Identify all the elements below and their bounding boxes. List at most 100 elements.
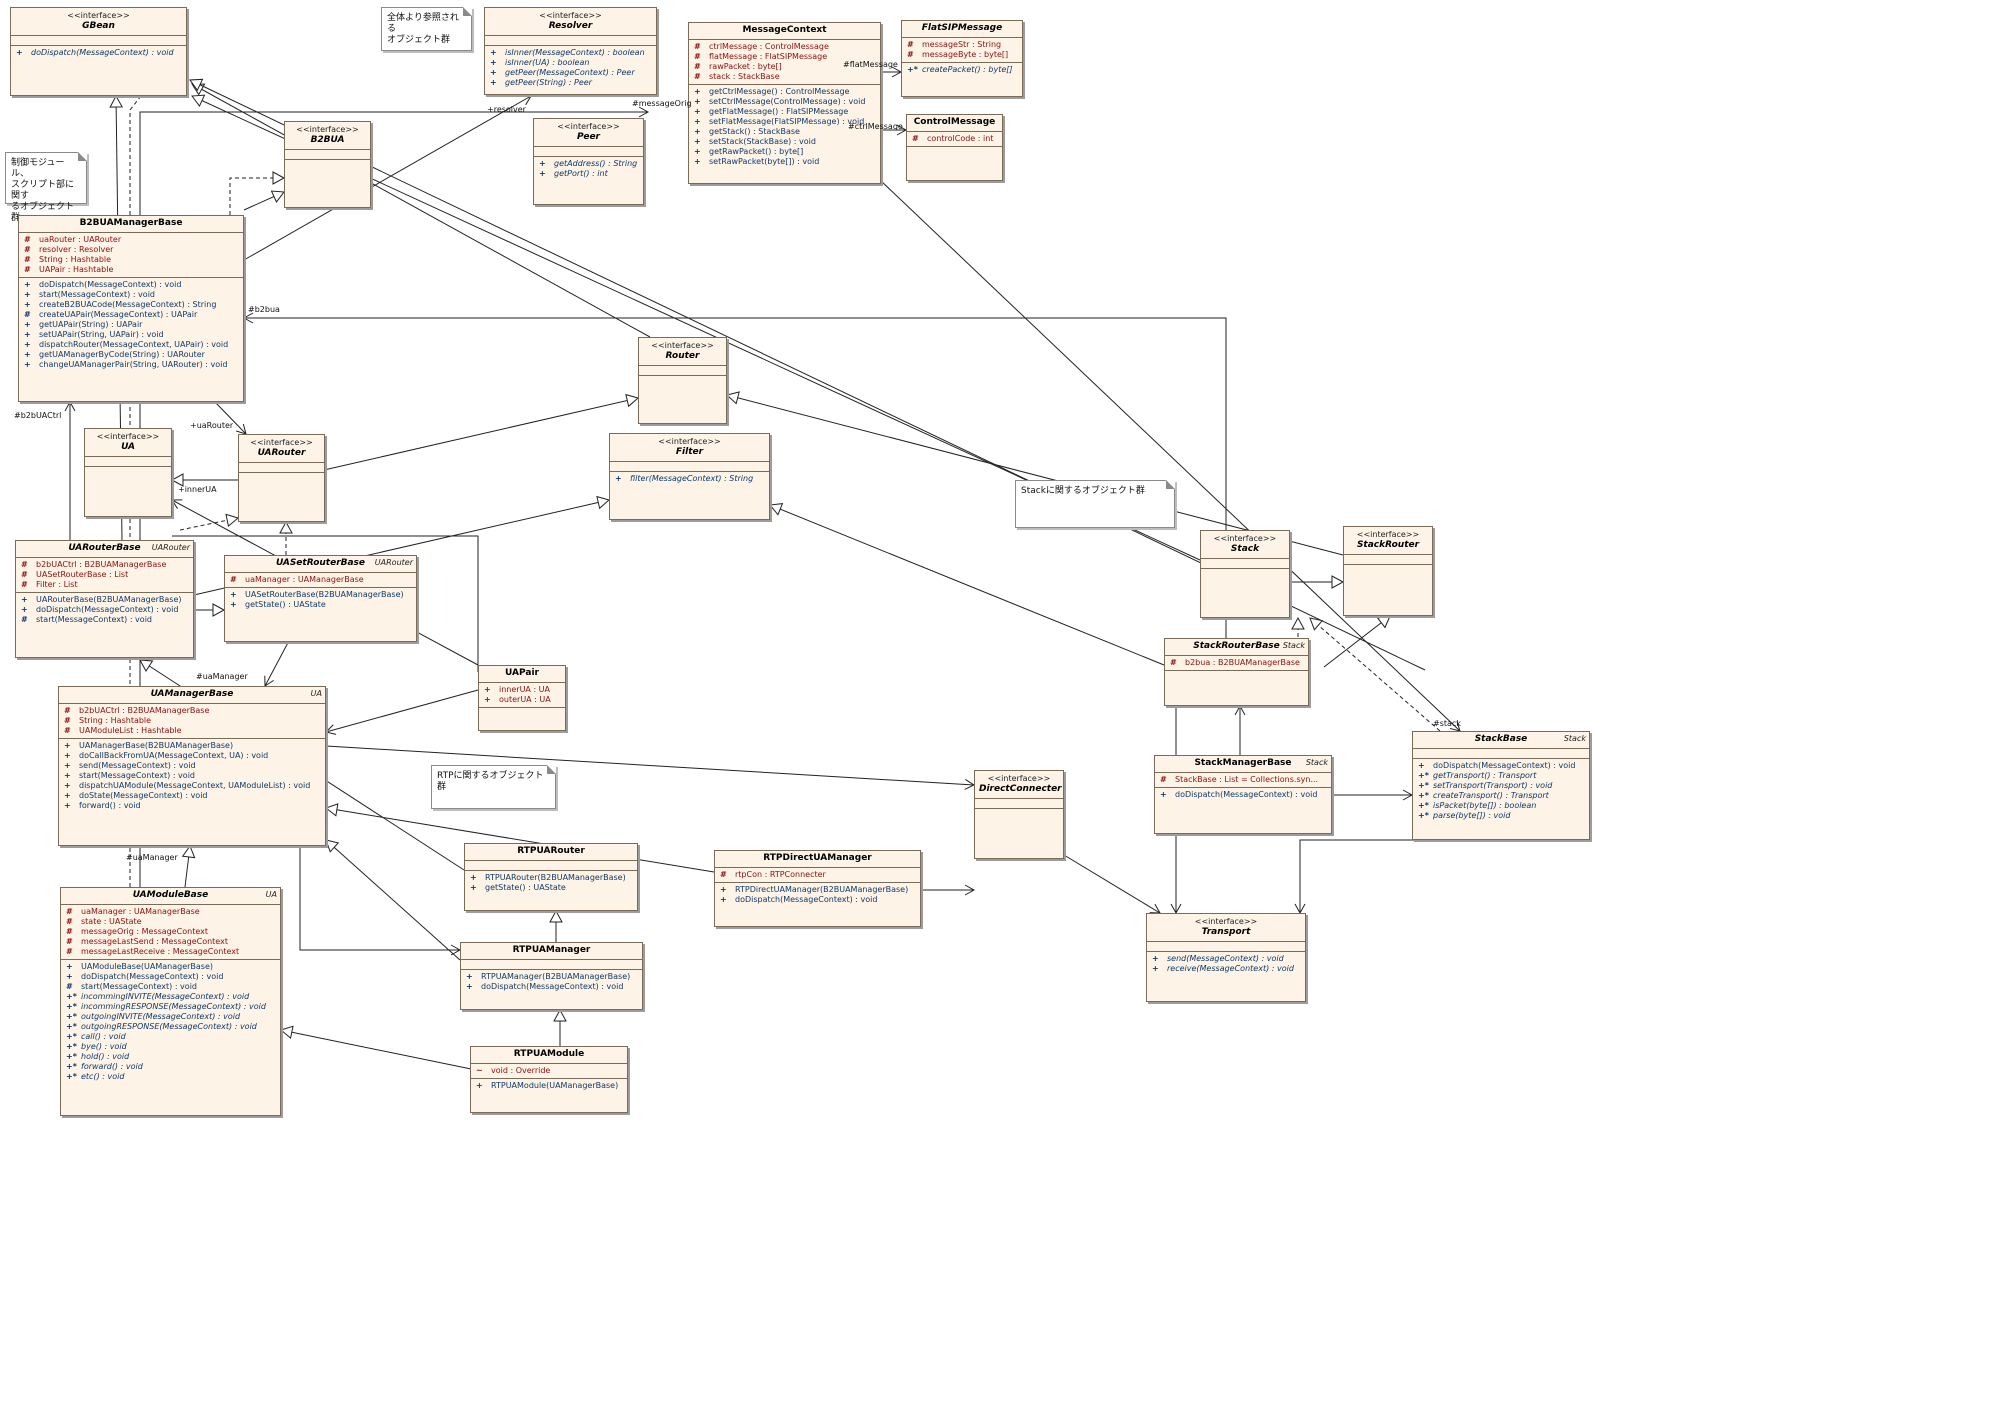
operation-row[interactable]: +*getTransport() : Transport <box>1418 771 1586 781</box>
operation-row[interactable]: +*call() : void <box>66 1032 277 1042</box>
attribute-row[interactable]: #messageLastSend : MessageContext <box>66 937 277 947</box>
operation-row[interactable]: +isInner(UA) : boolean <box>490 58 653 68</box>
operation-row[interactable]: +getFlatMessage() : FlatSIPMessage <box>694 107 877 117</box>
operation-row[interactable]: +getRawPacket() : byte[] <box>694 147 877 157</box>
class-uapair[interactable]: UAPair+innerUA : UA+outerUA : UA <box>478 665 566 731</box>
operation-row[interactable]: +getState() : UAState <box>230 600 413 610</box>
attribute-row[interactable]: #b2bua : B2BUAManagerBase <box>1170 658 1305 668</box>
operation-row[interactable]: +doDispatch(MessageContext) : void <box>66 972 277 982</box>
operation-row[interactable]: +UAManagerBase(B2BUAManagerBase) <box>64 741 322 751</box>
class-rtpuamodule[interactable]: RTPUAModule~void : Override+RTPUAModule(… <box>470 1046 628 1113</box>
operation-row[interactable]: +createB2BUACode(MessageContext) : Strin… <box>24 300 240 310</box>
operation-row[interactable]: +getUAPair(String) : UAPair <box>24 320 240 330</box>
operation-row[interactable]: +doDispatch(MessageContext) : void <box>1418 761 1586 771</box>
class-rtpuarouter[interactable]: RTPUARouter+RTPUARouter(B2BUAManagerBase… <box>464 843 638 911</box>
operation-row[interactable]: +setCtrlMessage(ControlMessage) : void <box>694 97 877 107</box>
operation-row[interactable]: +getPeer(MessageContext) : Peer <box>490 68 653 78</box>
operation-row[interactable]: #start(MessageContext) : void <box>21 615 190 625</box>
attribute-row[interactable]: #b2bUACtrl : B2BUAManagerBase <box>21 560 190 570</box>
class-rtpdirectuamanager[interactable]: RTPDirectUAManager#rtpCon : RTPConnecter… <box>714 850 921 927</box>
operation-row[interactable]: +*createPacket() : byte[] <box>907 65 1019 75</box>
attribute-row[interactable]: #b2bUACtrl : B2BUAManagerBase <box>64 706 322 716</box>
operation-row[interactable]: +getStack() : StackBase <box>694 127 877 137</box>
attribute-row[interactable]: #controlCode : int <box>912 134 999 144</box>
class-ua[interactable]: <<interface>>UA <box>84 428 172 517</box>
operation-row[interactable]: +RTPUAModule(UAManagerBase) <box>476 1081 624 1091</box>
class-router[interactable]: <<interface>>Router <box>638 337 727 424</box>
operation-row[interactable]: +*outgoingRESPONSE(MessageContext) : voi… <box>66 1022 277 1032</box>
attribute-row[interactable]: #messageStr : String <box>907 40 1019 50</box>
class-b2bua[interactable]: <<interface>>B2BUA <box>284 121 371 208</box>
operation-row[interactable]: +doState(MessageContext) : void <box>64 791 322 801</box>
operation-row[interactable]: +getState() : UAState <box>470 883 634 893</box>
attribute-row[interactable]: #StackBase : List = Collections.syn... <box>1160 775 1328 785</box>
operation-row[interactable]: +doDispatch(MessageContext) : void <box>720 895 917 905</box>
class-b2buamanagerbase[interactable]: B2BUAManagerBase#uaRouter : UARouter#res… <box>18 215 244 402</box>
attribute-row[interactable]: #String : Hashtable <box>64 716 322 726</box>
operation-row[interactable]: +*bye() : void <box>66 1042 277 1052</box>
operation-row[interactable]: +setStack(StackBase) : void <box>694 137 877 147</box>
operation-row[interactable]: +start(MessageContext) : void <box>64 771 322 781</box>
operation-row[interactable]: +UARouterBase(B2BUAManagerBase) <box>21 595 190 605</box>
operation-row[interactable]: +getPeer(String) : Peer <box>490 78 653 88</box>
operation-row[interactable]: +send(MessageContext) : void <box>1152 954 1302 964</box>
attribute-row[interactable]: #resolver : Resolver <box>24 245 240 255</box>
class-gbean[interactable]: <<interface>>GBean+doDispatch(MessageCon… <box>10 7 187 96</box>
class-transport[interactable]: <<interface>>Transport+send(MessageConte… <box>1146 913 1306 1002</box>
attribute-row[interactable]: #rawPacket : byte[] <box>694 62 877 72</box>
operation-row[interactable]: +RTPDirectUAManager(B2BUAManagerBase) <box>720 885 917 895</box>
operation-row[interactable]: +getUAManagerByCode(String) : UARouter <box>24 350 240 360</box>
operation-row[interactable]: +dispatchUAModule(MessageContext, UAModu… <box>64 781 322 791</box>
operation-row[interactable]: +doDispatch(MessageContext) : void <box>21 605 190 615</box>
operation-row[interactable]: +*forward() : void <box>66 1062 277 1072</box>
operation-row[interactable]: +getCtrlMessage() : ControlMessage <box>694 87 877 97</box>
class-filter[interactable]: <<interface>>Filter+filter(MessageContex… <box>609 433 770 520</box>
operation-row[interactable]: +getPort() : int <box>539 169 640 179</box>
attribute-row[interactable]: ~void : Override <box>476 1066 624 1076</box>
operation-row[interactable]: +*setTransport(Transport) : void <box>1418 781 1586 791</box>
operation-row[interactable]: +doDispatch(MessageContext) : void <box>16 48 183 58</box>
operation-row[interactable]: +doDispatch(MessageContext) : void <box>1160 790 1328 800</box>
attribute-row[interactable]: #flatMessage : FlatSIPMessage <box>694 52 877 62</box>
attribute-row[interactable]: #messageLastReceive : MessageContext <box>66 947 277 957</box>
operation-row[interactable]: +setFlatMessage(FlatSIPMessage) : void <box>694 117 877 127</box>
operation-row[interactable]: +UASetRouterBase(B2BUAManagerBase) <box>230 590 413 600</box>
class-messagecontext[interactable]: MessageContext#ctrlMessage : ControlMess… <box>688 22 881 184</box>
attribute-row[interactable]: #messageOrig : MessageContext <box>66 927 277 937</box>
attribute-row[interactable]: #ctrlMessage : ControlMessage <box>694 42 877 52</box>
operation-row[interactable]: +doCallBackFromUA(MessageContext, UA) : … <box>64 751 322 761</box>
operation-row[interactable]: +send(MessageContext) : void <box>64 761 322 771</box>
attribute-row[interactable]: +outerUA : UA <box>484 695 562 705</box>
operation-row[interactable]: +changeUAManagerPair(String, UARouter) :… <box>24 360 240 370</box>
operation-row[interactable]: +RTPUARouter(B2BUAManagerBase) <box>470 873 634 883</box>
attribute-row[interactable]: #stack : StackBase <box>694 72 877 82</box>
class-rtpuamanager[interactable]: RTPUAManager+RTPUAManager(B2BUAManagerBa… <box>460 942 643 1010</box>
operation-row[interactable]: +getAddress() : String <box>539 159 640 169</box>
operation-row[interactable]: +filter(MessageContext) : String <box>615 474 766 484</box>
operation-row[interactable]: +*createTransport() : Transport <box>1418 791 1586 801</box>
operation-row[interactable]: +RTPUAManager(B2BUAManagerBase) <box>466 972 639 982</box>
operation-row[interactable]: +UAModuleBase(UAManagerBase) <box>66 962 277 972</box>
operation-row[interactable]: #start(MessageContext) : void <box>66 982 277 992</box>
operation-row[interactable]: +doDispatch(MessageContext) : void <box>24 280 240 290</box>
attribute-row[interactable]: #uaManager : UAManagerBase <box>66 907 277 917</box>
class-stack[interactable]: <<interface>>Stack <box>1200 530 1290 618</box>
attribute-row[interactable]: #Filter : List <box>21 580 190 590</box>
class-flatsipmessage[interactable]: FlatSIPMessage#messageStr : String#messa… <box>901 20 1023 97</box>
operation-row[interactable]: #createUAPair(MessageContext) : UAPair <box>24 310 240 320</box>
operation-row[interactable]: +dispatchRouter(MessageContext, UAPair) … <box>24 340 240 350</box>
operation-row[interactable]: +setUAPair(String, UAPair) : void <box>24 330 240 340</box>
operation-row[interactable]: +*outgoingINVITE(MessageContext) : void <box>66 1012 277 1022</box>
attribute-row[interactable]: #messageByte : byte[] <box>907 50 1019 60</box>
attribute-row[interactable]: #uaRouter : UARouter <box>24 235 240 245</box>
operation-row[interactable]: +isInner(MessageContext) : boolean <box>490 48 653 58</box>
operation-row[interactable]: +*hold() : void <box>66 1052 277 1062</box>
attribute-row[interactable]: +innerUA : UA <box>484 685 562 695</box>
